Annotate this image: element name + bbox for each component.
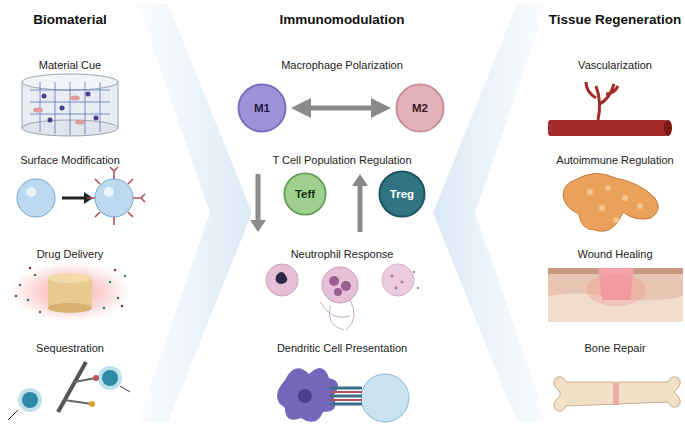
item-label: Autoimmune Regulation xyxy=(556,154,673,166)
particle-modification xyxy=(17,167,145,225)
neutrophils xyxy=(266,264,419,330)
item-label: Bone Repair xyxy=(584,342,645,354)
item-label: Dendritic Cell Presentation xyxy=(277,342,407,354)
macrophage-m2: M2 xyxy=(395,83,445,133)
macrophage-m1: M1 xyxy=(237,83,287,133)
chevron xyxy=(138,4,252,422)
polarization-arrow xyxy=(301,106,381,111)
cell-label: M1 xyxy=(254,102,270,114)
sequestration-bar xyxy=(8,362,130,420)
item-label: Macrophage Polarization xyxy=(281,59,403,71)
dendritic-cell xyxy=(277,368,409,422)
item-label: Wound Healing xyxy=(577,248,652,260)
column-heading: Immunomodulation xyxy=(279,12,404,27)
item-label: Surface Modification xyxy=(20,154,120,166)
pancreas xyxy=(563,173,658,231)
item-label: Material Cue xyxy=(39,59,101,71)
cell-label: Treg xyxy=(390,188,414,200)
item-label: Vascularization xyxy=(578,59,652,71)
item-label: Sequestration xyxy=(36,342,104,354)
cell-label: Teff xyxy=(295,188,315,200)
chevron xyxy=(433,4,547,422)
item-label: T Cell Population Regulation xyxy=(272,154,411,166)
regulatory-t-cell: Treg xyxy=(378,170,426,218)
cell-label: M2 xyxy=(412,102,428,114)
scaffold-dish xyxy=(22,74,118,136)
item-label: Neutrophil Response xyxy=(291,248,394,260)
column-heading: Biomaterial xyxy=(33,12,107,27)
column-heading: Tissue Regeneration xyxy=(549,12,682,27)
skin-wound xyxy=(548,268,683,322)
item-label: Drug Delivery xyxy=(37,248,104,260)
effector-t-cell: Teff xyxy=(283,172,327,216)
blood-vessel xyxy=(548,82,672,136)
bone xyxy=(554,377,681,412)
drug-sponge xyxy=(10,262,130,322)
regulation-arrows xyxy=(250,174,368,232)
